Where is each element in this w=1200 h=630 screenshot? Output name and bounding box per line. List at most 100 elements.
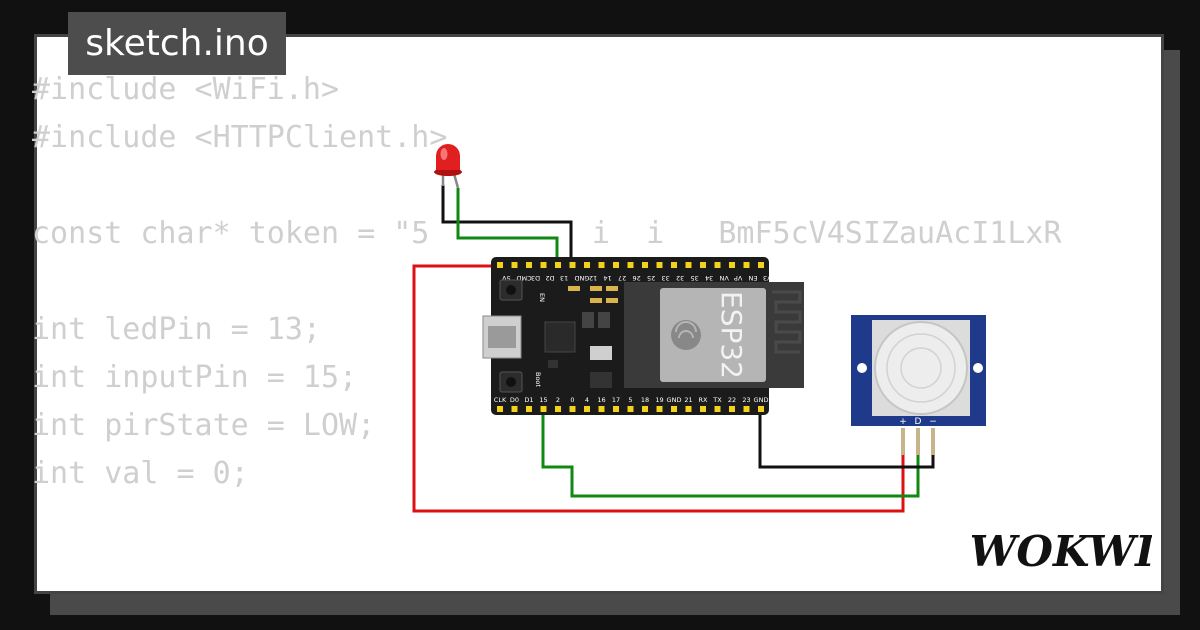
boot-label: Boot — [534, 372, 542, 387]
top-pin-9[interactable] — [627, 262, 634, 268]
code-line-7: int inputPin = 15; — [32, 360, 358, 395]
top-pin-label: 27 — [618, 274, 626, 282]
code-line-9: int val = 0; — [32, 456, 249, 491]
bottom-pin-label: RX — [699, 396, 709, 404]
bottom-pin-1[interactable] — [511, 406, 518, 412]
top-pin-label: 3V3 — [763, 274, 776, 282]
wires — [412, 185, 935, 513]
wokwi-logo-text: WOKWI — [972, 527, 1152, 576]
code-editor[interactable]: #include <WiFi.h> #include <HTTPClient.h>… — [32, 66, 1062, 498]
bottom-pin-11[interactable] — [656, 406, 663, 412]
pir-dome — [874, 321, 968, 415]
file-tab[interactable]: sketch.ino — [68, 12, 286, 75]
top-pin-8[interactable] — [613, 262, 619, 268]
bottom-pin-label: D0 — [510, 396, 519, 404]
red-led[interactable] — [434, 144, 462, 189]
bottom-pin-label: CLK — [494, 396, 507, 404]
top-pin-12[interactable] — [671, 262, 677, 268]
top-pin-label: GND — [575, 274, 590, 282]
bottom-pin-6[interactable] — [584, 406, 590, 412]
bottom-pin-label: 21 — [684, 396, 692, 404]
top-pin-2[interactable] — [526, 262, 532, 268]
bottom-pin-label: TX — [712, 396, 722, 404]
pir-pin-gnd: − — [929, 417, 937, 427]
bottom-pin-5[interactable] — [569, 406, 576, 412]
bottom-pin-12[interactable] — [671, 406, 677, 412]
top-pin-label: 32 — [676, 274, 684, 282]
top-pin-label: 26 — [633, 274, 641, 282]
code-line-2: #include <HTTPClient.h> — [32, 120, 448, 155]
top-pin-label: 5V — [501, 274, 510, 282]
bottom-pin-label: 5 — [628, 396, 632, 404]
bottom-pin-label: 0 — [570, 396, 574, 404]
bottom-pin-label: 17 — [612, 396, 620, 404]
code-line-4: const char* token = "5 i i BmF5cV4SIZauA… — [32, 216, 1062, 251]
chip-label: ESP32 — [715, 291, 748, 379]
top-pin-3[interactable] — [540, 262, 547, 268]
bottom-pin-label: GND — [754, 396, 769, 404]
bottom-pin-8[interactable] — [613, 406, 619, 412]
bottom-pin-label: 2 — [556, 396, 560, 404]
top-pin-14[interactable] — [700, 262, 706, 268]
top-pin-10[interactable] — [642, 262, 648, 268]
bottom-pin-16[interactable] — [729, 406, 735, 412]
top-pin-label: D2 — [546, 274, 555, 282]
wire-black-gnd[interactable] — [758, 410, 935, 469]
top-pin-0[interactable] — [497, 262, 503, 268]
top-pin-7[interactable] — [598, 262, 605, 268]
bottom-pin-header — [497, 406, 764, 412]
wokwi-logo: WOKWI — [972, 527, 1152, 576]
top-pin-label: 14 — [604, 274, 612, 282]
top-pin-label: 33 — [662, 274, 670, 282]
top-pin-1[interactable] — [511, 262, 518, 268]
pir-sensor[interactable]: + D − — [851, 315, 986, 455]
top-pin-4[interactable] — [555, 262, 561, 268]
top-pin-label: VP — [734, 274, 742, 282]
bottom-pin-7[interactable] — [598, 406, 605, 412]
top-pin-label: VN — [719, 274, 728, 282]
bottom-pin-14[interactable] — [700, 406, 706, 412]
code-line-1: #include <WiFi.h> — [32, 72, 340, 107]
wire-led-anode[interactable] — [456, 188, 559, 264]
pir-pin-data: D — [915, 417, 922, 427]
top-pin-label: D3 — [531, 274, 540, 282]
top-pin-5[interactable] — [569, 262, 576, 268]
top-pin-label: 13 — [560, 274, 568, 282]
bottom-pin-3[interactable] — [540, 406, 547, 412]
top-pin-18[interactable] — [758, 262, 764, 268]
wire-red-5v[interactable] — [412, 264, 905, 513]
bottom-pin-9[interactable] — [627, 406, 634, 412]
bottom-pin-13[interactable] — [685, 406, 692, 412]
top-pin-16[interactable] — [729, 262, 735, 268]
top-pin-17[interactable] — [743, 262, 750, 268]
bottom-pin-0[interactable] — [497, 406, 503, 412]
bottom-pin-label: 19 — [655, 396, 663, 404]
bottom-pin-label: 15 — [539, 396, 547, 404]
bottom-pin-label: 4 — [585, 396, 589, 404]
top-pin-header — [497, 262, 764, 268]
bottom-pin-17[interactable] — [743, 406, 750, 412]
top-pin-label: 12 — [589, 274, 597, 282]
bottom-pin-10[interactable] — [642, 406, 648, 412]
bottom-pin-18[interactable] — [758, 406, 764, 412]
top-pin-15[interactable] — [714, 262, 721, 268]
bottom-pin-label: 23 — [742, 396, 750, 404]
antenna — [772, 290, 802, 354]
bottom-pin-4[interactable] — [555, 406, 561, 412]
code-line-6: int ledPin = 13; — [32, 312, 321, 347]
bottom-pin-2[interactable] — [526, 406, 532, 412]
top-pin-6[interactable] — [584, 262, 590, 268]
wire-led-cathode[interactable] — [441, 185, 573, 264]
code-line-8: int pirState = LOW; — [32, 408, 376, 443]
espressif-logo-icon — [671, 320, 701, 350]
top-pin-label: 35 — [691, 274, 699, 282]
wire-green-signal[interactable] — [541, 408, 920, 498]
top-pin-11[interactable] — [656, 262, 663, 268]
top-pin-13[interactable] — [685, 262, 692, 268]
bottom-pin-15[interactable] — [714, 406, 721, 412]
top-pin-label: EN — [748, 274, 757, 282]
bottom-pin-label: 22 — [728, 396, 736, 404]
